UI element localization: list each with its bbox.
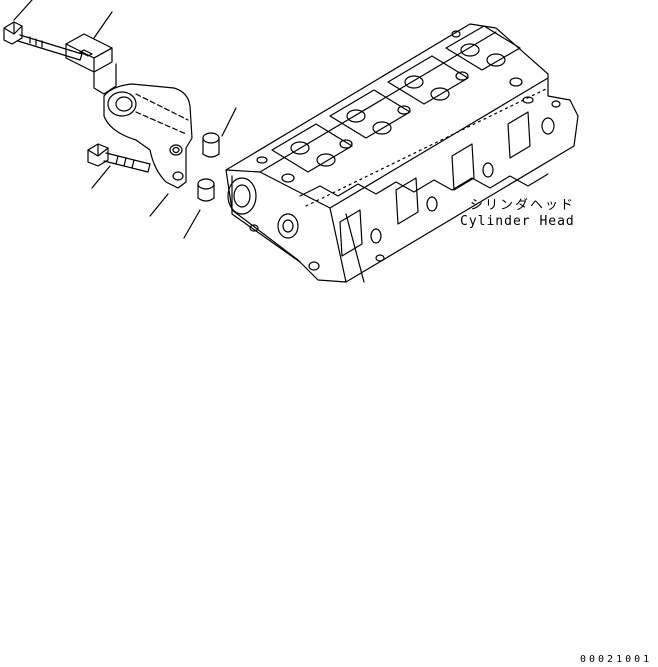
cylinder-head [225,23,579,283]
part-label-japanese: シリンダヘッド [470,198,576,213]
intake-ports [339,100,561,262]
drawing-code: 00021001 [580,654,653,665]
valve-pockets [256,25,534,183]
clamp-block [65,33,117,95]
flange-bolt-short [87,143,151,173]
spacer-lower [197,178,215,202]
flange-bolt-long [3,21,83,61]
part-label-english: Cylinder Head [460,214,575,229]
spacer-upper [202,132,220,158]
bracket-plate [103,83,193,189]
leader-lines [13,0,237,239]
manifold-ridge [299,173,549,197]
